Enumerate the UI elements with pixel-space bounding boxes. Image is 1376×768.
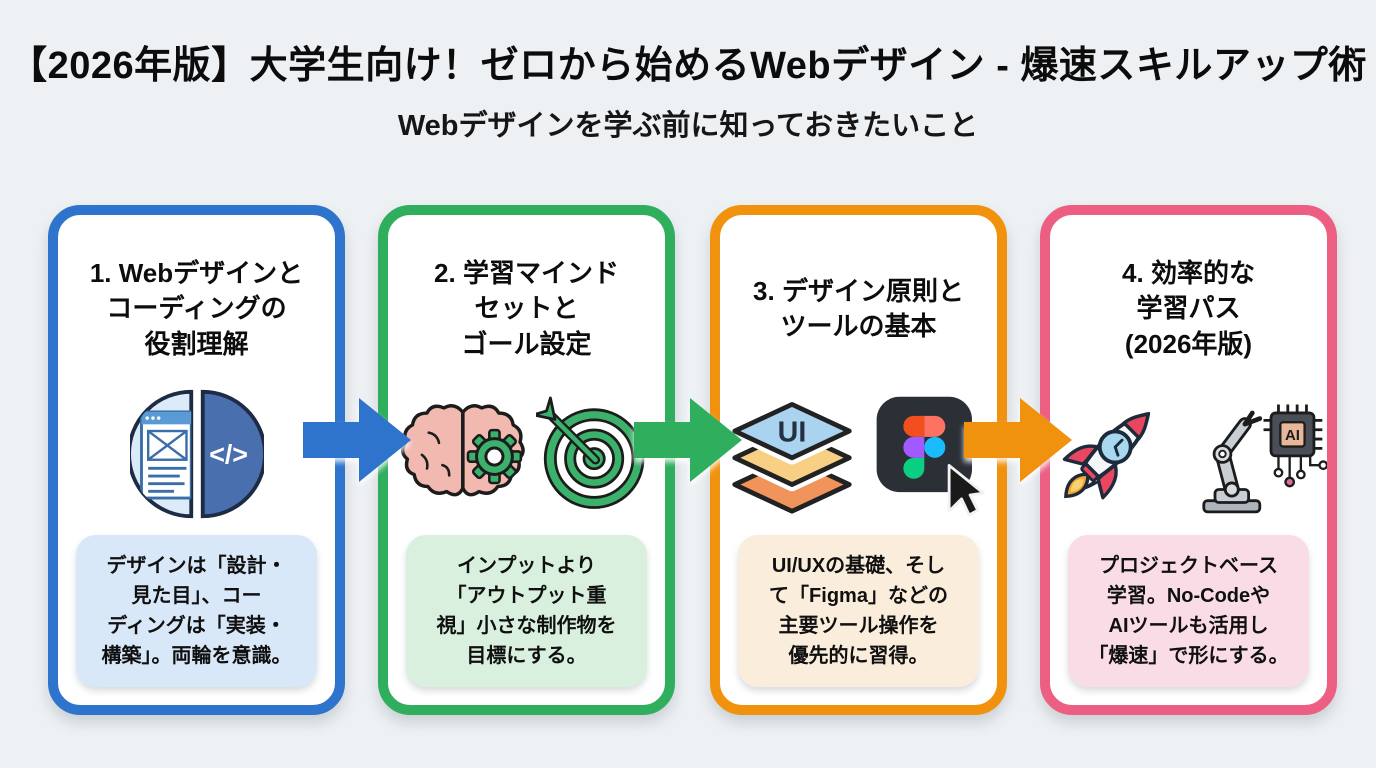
step-1-note: デザインは「設計・ 見た目」、コー ディングは「実装・ 構築」。両輪を意識。 xyxy=(76,535,317,687)
page-subtitle: Webデザインを学ぶ前に知っておきたいこと xyxy=(397,110,979,142)
cursor-icon xyxy=(947,464,985,517)
ai-chip-label: AI xyxy=(1284,427,1299,444)
step-card-2: 2. 学習マインド セットと ゴール設定 xyxy=(378,205,675,715)
flow-arrow-1 xyxy=(303,398,411,482)
ui-label: UI xyxy=(777,417,806,449)
target-arrow-icon xyxy=(535,396,644,509)
step-4-heading: 4. 効率的な 学習パス (2026年版) xyxy=(1122,258,1255,359)
step-2-heading: 2. 学習マインド セットと ゴール設定 xyxy=(434,258,619,359)
step-card-4: 4. 効率的な 学習パス (2026年版) xyxy=(1040,205,1337,715)
brain-gear-icon xyxy=(400,404,525,497)
code-glyph: </> xyxy=(209,440,248,470)
step-2-note: インプットより 「アウトプット重 視」小さな制作物を 目標にする。 xyxy=(406,535,647,687)
ai-chip-icon: AI xyxy=(1263,404,1327,488)
step-1-heading: 1. Webデザインと コーディングの 役割理解 xyxy=(89,258,304,359)
flow-arrow-2 xyxy=(634,398,742,482)
step-4-note: プロジェクトベース 学習。No-Codeや AIツールも活用し 「爆速」で形にす… xyxy=(1068,535,1309,687)
step-3-note: UI/UXの基礎、そし て「Figma」などの 主要ツール操作を 優先的に習得。 xyxy=(738,535,979,687)
robot-arm-ai-chip-icon: AI xyxy=(1201,404,1327,514)
browser-wireframe-code-split-circle-icon: </> xyxy=(129,389,264,519)
step-3-icons: UI xyxy=(725,379,993,529)
figma-cursor-icon xyxy=(876,396,985,517)
gear-icon xyxy=(466,428,522,485)
step-3-heading: 3. デザイン原則と ツールの基本 xyxy=(753,275,964,341)
flow-arrow-3 xyxy=(964,398,1072,482)
ui-layers-icon: UI xyxy=(727,397,856,514)
step-card-3: 3. デザイン原則と ツールの基本 UI UI/UXの基礎、そし て「Figma… xyxy=(710,205,1007,715)
step-2-icons xyxy=(398,379,656,529)
page-title: 【2026年版】大学生向け！ゼロから始めるWebデザイン - 爆速スキルアップ術 xyxy=(9,45,1367,87)
step-4-icons: AI xyxy=(1051,379,1327,529)
step-card-1: 1. Webデザインと コーディングの 役割理解 </> xyxy=(48,205,345,715)
rocket-clock-icon xyxy=(1062,411,1150,500)
step-1-icons: </> xyxy=(129,379,264,529)
